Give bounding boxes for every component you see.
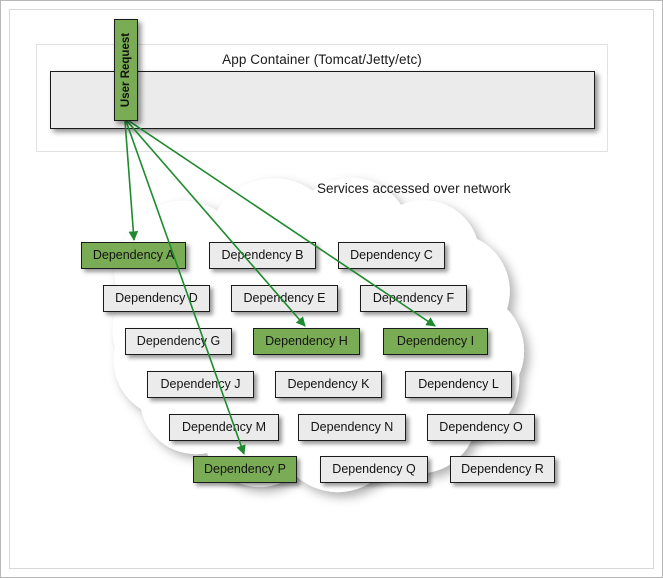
dependency-label: Dependency B — [221, 248, 304, 263]
dependency-label: Dependency D — [115, 291, 198, 306]
dependency-label: Dependency E — [243, 291, 326, 306]
dependency-label: Dependency R — [461, 462, 544, 477]
cloud-label: Services accessed over network — [317, 181, 511, 196]
dependency-label: Dependency A — [92, 248, 175, 263]
dependency-box-e[interactable]: Dependency E — [231, 285, 338, 312]
dependency-box-r[interactable]: Dependency R — [450, 456, 555, 483]
dependency-box-a[interactable]: Dependency A — [81, 242, 186, 269]
user-request-label: User Request — [120, 32, 132, 108]
dependency-box-q[interactable]: Dependency Q — [320, 456, 428, 483]
dependency-box-k[interactable]: Dependency K — [275, 371, 382, 398]
dependency-box-o[interactable]: Dependency O — [427, 414, 535, 441]
dependency-box-n[interactable]: Dependency N — [298, 414, 406, 441]
dependency-box-g[interactable]: Dependency G — [125, 328, 232, 355]
dependency-box-b[interactable]: Dependency B — [209, 242, 316, 269]
dependency-box-m[interactable]: Dependency M — [169, 414, 279, 441]
app-container-body — [50, 71, 595, 129]
dependency-label: Dependency I — [396, 334, 475, 349]
dependency-label: Dependency K — [287, 377, 370, 392]
dependency-label: Dependency J — [160, 377, 241, 392]
app-container-title: App Container (Tomcat/Jetty/etc) — [222, 52, 422, 67]
dependency-label: Dependency H — [265, 334, 348, 349]
dependency-box-f[interactable]: Dependency F — [360, 285, 467, 312]
dependency-box-p[interactable]: Dependency P — [193, 456, 297, 483]
dependency-label: Dependency P — [203, 462, 286, 477]
dependency-box-h[interactable]: Dependency H — [253, 328, 360, 355]
dependency-label: Dependency F — [372, 291, 455, 306]
dependency-box-c[interactable]: Dependency C — [338, 242, 445, 269]
dependency-box-i[interactable]: Dependency I — [383, 328, 488, 355]
dependency-box-l[interactable]: Dependency L — [405, 371, 512, 398]
dependency-label: Dependency C — [350, 248, 433, 263]
dependency-label: Dependency G — [136, 334, 221, 349]
dependency-label: Dependency Q — [332, 462, 416, 477]
dependency-label: Dependency M — [181, 420, 267, 435]
dependency-label: Dependency O — [439, 420, 523, 435]
user-request-box[interactable]: User Request — [114, 19, 138, 121]
dependency-label: Dependency L — [418, 377, 499, 392]
dependency-box-j[interactable]: Dependency J — [147, 371, 254, 398]
dependency-label: Dependency N — [310, 420, 394, 435]
dependency-box-d[interactable]: Dependency D — [103, 285, 210, 312]
